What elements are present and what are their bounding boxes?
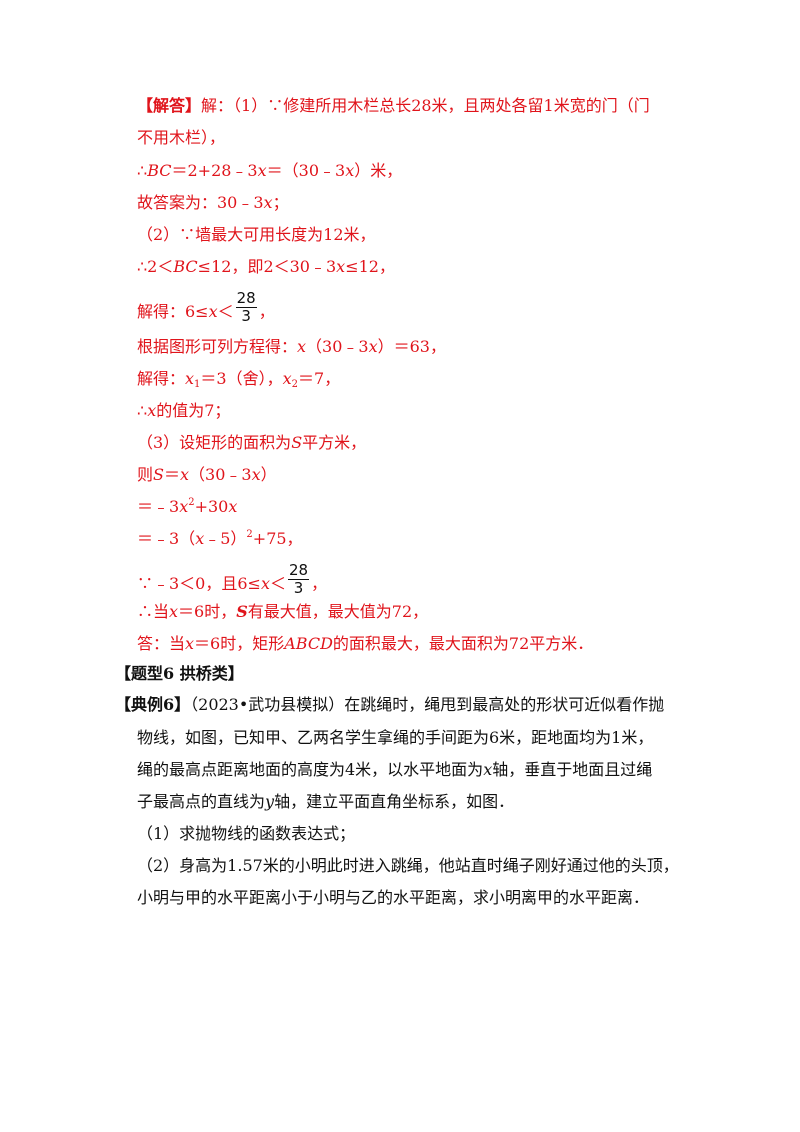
solution-line-12: 则S＝x（30﹣3x） [137, 465, 277, 484]
question-2-line-2: 小明与甲的水平距离小于小明与乙的水平距离，求小明离甲的水平距离． [137, 888, 650, 907]
solution-line-16: ∴当x＝6时，S有最大值，最大值为72， [137, 602, 429, 621]
solution-line-1: 【解答】解：（1）∵修建所用木栏总长28米，且两处各留1米宽的门（门 [137, 96, 650, 115]
solution-line-11: （3）设矩形的面积为S平方米， [137, 433, 367, 452]
solution-line-4: 故答案为：30﹣3x； [137, 193, 289, 212]
solution-line-6: ∴2＜BC≤12，即2＜30﹣3x≤12， [137, 257, 395, 276]
example-line-2: 物线，如图，已知甲、乙两名学生拿绳的手间距为6米，距地面均为1米， [137, 728, 654, 747]
question-2-line-1: （2）身高为1.57米的小明此时进入跳绳，他站直时绳子刚好通过他的头顶， [137, 856, 679, 875]
solution-line-8: 根据图形可列方程得：x（30﹣3x）＝63， [137, 337, 446, 356]
question-1: （1）求抛物线的函数表达式； [137, 824, 356, 843]
solution-line-17: 答：当x＝6时，矩形ABCD的面积最大，最大面积为72平方米． [137, 634, 594, 653]
example-tag: 【典例6】 [115, 695, 191, 714]
section-heading: 【题型6 拱桥类】 [115, 664, 244, 683]
solution-tag: 【解答】 [137, 96, 202, 115]
solution-line-14: ＝﹣3（x﹣5）2+75， [137, 529, 303, 548]
solution-line-9: 解得：x1＝3（舍），x2＝7， [137, 369, 341, 390]
example-line-4: 子最高点的直线为y轴，建立平面直角坐标系，如图． [137, 792, 515, 811]
example-line-3: 绳的最高点距离地面的高度为4米，以水平地面为x轴，垂直于地面且过绳 [137, 760, 653, 779]
example-line-1: 【典例6】（2023•武功县模拟）在跳绳时，绳甩到最高处的形状可近似看作抛 [115, 695, 665, 714]
solution-line-5: （2）∵墙最大可用长度为12米， [137, 225, 376, 244]
solution-line-3: ∴BC＝2+28﹣3x＝（30﹣3x）米， [137, 161, 403, 180]
solution-line-13: ＝﹣3x2+30x [137, 497, 238, 516]
solution-line-10: ∴x的值为7； [137, 401, 231, 420]
solution-line-2: 不用木栏）， [137, 128, 226, 147]
